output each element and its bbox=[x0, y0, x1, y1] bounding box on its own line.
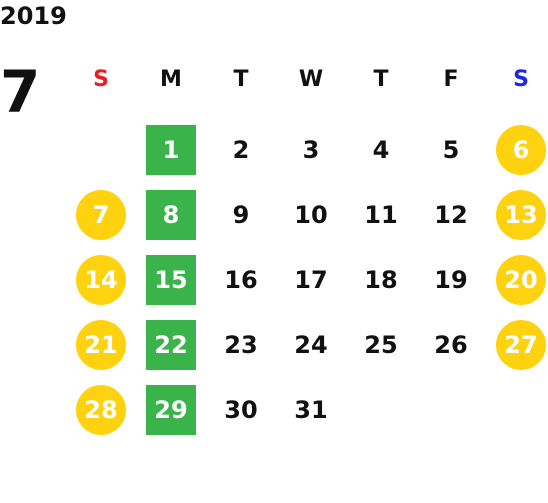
weekday-header: S bbox=[93, 67, 109, 92]
calendar-day[interactable]: 4 bbox=[372, 136, 390, 164]
calendar-day[interactable]: 24 bbox=[294, 331, 328, 359]
calendar-day[interactable]: 10 bbox=[294, 201, 328, 229]
calendar-day[interactable]: 13 bbox=[496, 190, 546, 240]
calendar-day[interactable]: 30 bbox=[224, 396, 258, 424]
calendar-day[interactable]: 25 bbox=[364, 331, 398, 359]
calendar-day[interactable]: 6 bbox=[496, 125, 546, 175]
calendar-day[interactable]: 8 bbox=[146, 190, 196, 240]
calendar-day[interactable]: 2 bbox=[232, 136, 250, 164]
calendar-day[interactable]: 18 bbox=[364, 266, 398, 294]
calendar-day[interactable]: 29 bbox=[146, 385, 196, 435]
weekday-header: F bbox=[443, 67, 459, 92]
calendar-day[interactable]: 22 bbox=[146, 320, 196, 370]
calendar-day[interactable]: 1 bbox=[146, 125, 196, 175]
calendar-day[interactable]: 15 bbox=[146, 255, 196, 305]
calendar-day[interactable]: 26 bbox=[434, 331, 468, 359]
weekday-header: M bbox=[160, 67, 182, 92]
calendar-day[interactable]: 27 bbox=[496, 320, 546, 370]
calendar-day[interactable]: 19 bbox=[434, 266, 468, 294]
calendar-day[interactable]: 31 bbox=[294, 396, 328, 424]
calendar-day[interactable]: 3 bbox=[302, 136, 320, 164]
calendar-day[interactable]: 11 bbox=[364, 201, 398, 229]
weekday-header: W bbox=[298, 67, 324, 92]
calendar-day[interactable]: 17 bbox=[294, 266, 328, 294]
calendar-day[interactable]: 12 bbox=[434, 201, 468, 229]
calendar-day[interactable]: 14 bbox=[76, 255, 126, 305]
calendar-day[interactable]: 16 bbox=[224, 266, 258, 294]
calendar-day[interactable]: 20 bbox=[496, 255, 546, 305]
calendar-year: 2019 bbox=[0, 2, 67, 30]
weekday-header: T bbox=[373, 67, 389, 92]
calendar-day[interactable]: 5 bbox=[442, 136, 460, 164]
calendar-day[interactable]: 9 bbox=[232, 201, 250, 229]
calendar-day[interactable]: 21 bbox=[76, 320, 126, 370]
calendar-day[interactable]: 23 bbox=[224, 331, 258, 359]
calendar-day[interactable]: 28 bbox=[76, 385, 126, 435]
weekday-header: T bbox=[233, 67, 249, 92]
weekday-header: S bbox=[513, 67, 529, 92]
calendar-day[interactable]: 7 bbox=[76, 190, 126, 240]
calendar-month: 7 bbox=[0, 58, 41, 126]
